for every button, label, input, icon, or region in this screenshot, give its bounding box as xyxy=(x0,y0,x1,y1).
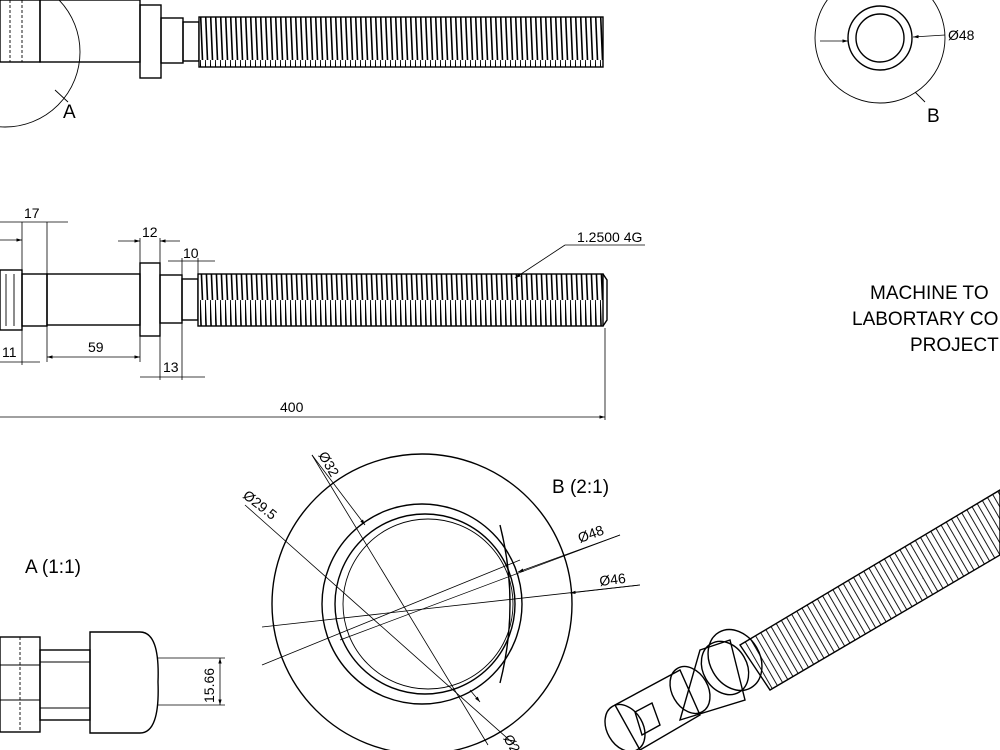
dimension-400: 400 xyxy=(280,399,304,415)
dimension-dia32: Ø32 xyxy=(315,449,342,480)
dimension-11: 11 xyxy=(2,344,17,360)
dimension-dia-cut: Ø2 xyxy=(500,732,523,750)
detail-a-circle xyxy=(0,0,81,128)
thread-note: 1.2500 4G xyxy=(577,229,642,245)
callout-b: B xyxy=(927,106,940,127)
detail-b-circle xyxy=(814,0,946,104)
callout-a: A xyxy=(63,102,76,123)
dimension-10: 10 xyxy=(183,245,199,261)
dimension-dia46: Ø46 xyxy=(598,570,626,589)
dimension-13: 13 xyxy=(163,359,179,375)
shaft-top-view xyxy=(0,0,604,128)
dimension-17: 17 xyxy=(24,205,40,221)
view-b-label: B (2:1) xyxy=(552,477,609,498)
detail-b-view xyxy=(244,453,641,750)
title-line-2: LABORTARY CO xyxy=(852,309,998,330)
end-view-top xyxy=(814,0,946,104)
dimension-12: 12 xyxy=(142,224,158,240)
view-a-label: A (1:1) xyxy=(25,557,81,578)
shaft-side-view xyxy=(0,221,645,420)
title-line-1: MACHINE TO xyxy=(870,283,989,304)
title-line-3: PROJECT xyxy=(910,335,999,356)
dimension-dia48-top: Ø48 xyxy=(948,27,975,43)
dimension-59: 59 xyxy=(88,339,104,355)
dimension-dia29-5: Ø29.5 xyxy=(240,487,280,523)
detail-a-view xyxy=(0,631,225,734)
isometric-view xyxy=(604,489,1000,750)
dimension-15-66: 15.66 xyxy=(201,668,217,703)
